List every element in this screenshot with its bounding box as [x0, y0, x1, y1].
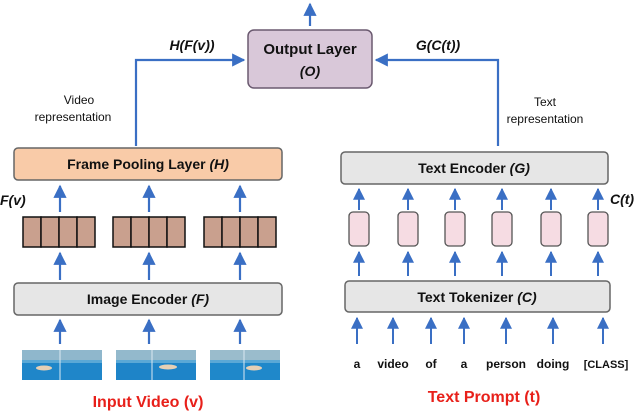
video-frame-3-image [210, 350, 280, 380]
input-video-title: Input Video (v) [93, 394, 204, 411]
video-frame-1-image [22, 350, 102, 380]
token-features-label: C(t) [610, 191, 634, 207]
prompt-word-6: doing [537, 357, 570, 371]
token-embedding-1 [348, 187, 370, 276]
prompt-word-2: video [377, 357, 408, 371]
text-to-output-arrow [374, 53, 500, 146]
prompt-word-5: person [486, 357, 526, 371]
text-representation-label-line1: Text [534, 95, 557, 109]
prompt-word-1: a [354, 357, 361, 371]
token-embedding-5 [540, 187, 562, 276]
frame-feature-group-1 [22, 216, 96, 248]
output-layer-box [247, 29, 373, 89]
video-frame-2-image [116, 350, 196, 380]
prompt-word-7: [CLASS] [584, 359, 629, 371]
frame-features-label: F(v) [0, 192, 26, 208]
text-tokenizer-box [344, 280, 611, 313]
text-tokenizer-label: Text Tokenizer (C) [417, 289, 537, 305]
video-output-label: H(F(v)) [169, 37, 214, 53]
token-embedding-6 [587, 187, 609, 276]
output-layer-symbol: (O) [300, 63, 321, 79]
image-encoder-box [13, 282, 283, 316]
text-encoder-label: Text Encoder (G) [418, 160, 530, 176]
prompt-word-3: of [425, 357, 437, 371]
text-output-label: G(C(t)) [416, 37, 461, 53]
video-representation-label-line2: representation [35, 110, 112, 124]
token-embedding-2 [397, 187, 419, 276]
video-to-output-arrow [134, 53, 246, 146]
token-embedding-4 [491, 187, 513, 276]
frame-feature-group-3 [203, 216, 277, 248]
text-representation-label-line2: representation [507, 112, 584, 126]
video-representation-label-line1: Video [64, 93, 95, 107]
image-encoder-label: Image Encoder (F) [87, 291, 209, 307]
token-embedding-3 [444, 187, 466, 276]
frame-feature-group-2 [112, 216, 186, 248]
output-layer-title: Output Layer [263, 41, 357, 58]
text-encoder-box [340, 151, 609, 185]
prompt-word-4: a [461, 357, 468, 371]
frame-pooling-layer-box [13, 147, 283, 181]
frame-pooling-layer-label: Frame Pooling Layer (H) [67, 156, 229, 172]
text-prompt-title: Text Prompt (t) [428, 389, 541, 406]
